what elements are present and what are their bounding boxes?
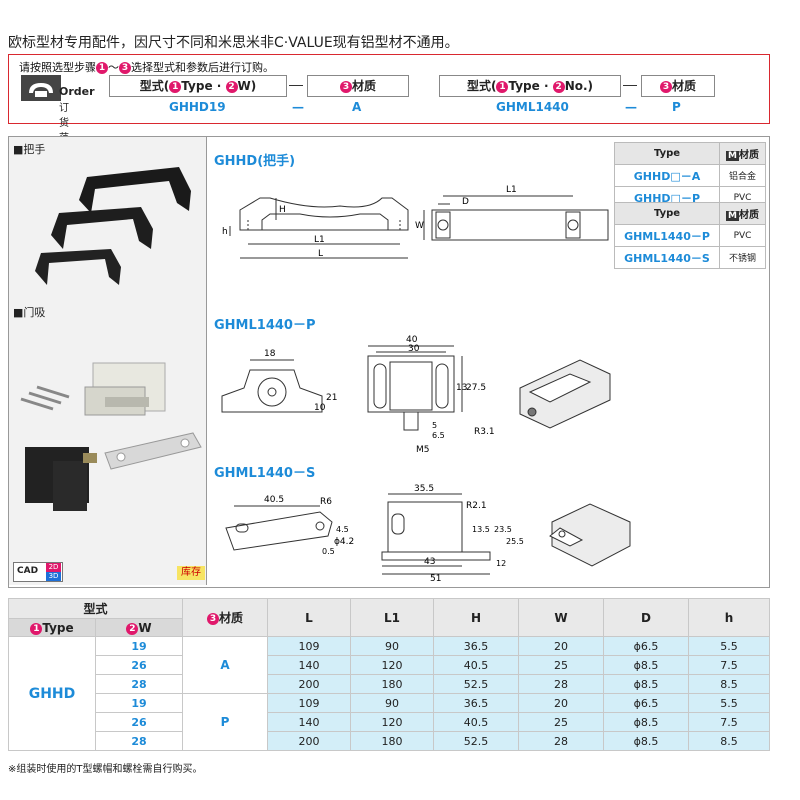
ghhd-dim-h: h [222, 227, 228, 237]
ghhd-drawing: L1 L H h D W L1 [222, 185, 609, 259]
ghml-s-drawing: 40.5 R6 4.5 0.5 ϕ4.2 35.5 R2.1 13.5 23.5… [225, 484, 631, 582]
table-row: 19 P 109 90 36.5 20 ϕ6.5 5.5 [9, 693, 770, 751]
ghhd-dim-L: L [318, 249, 323, 259]
header-D: D [603, 598, 689, 637]
ghhd-title: GHHD(把手) [214, 154, 296, 169]
ghml-s-dim-0-5: 0.5 [322, 547, 335, 556]
order-left-connector [289, 85, 303, 86]
order-left-dash: — [292, 100, 304, 114]
order-icon-block: Order 订货范例 [17, 75, 95, 159]
header-H: H [433, 598, 519, 637]
ghml-s-dim-23-5: 23.5 [494, 525, 512, 534]
header-L: L [267, 598, 351, 637]
cad-badge[interactable]: CAD 2D 3D [13, 562, 63, 582]
ghml-s-dim-r2-1: R2.1 [466, 501, 487, 511]
ghml-p-dim-21: 21 [326, 393, 337, 403]
ghml-p-dim-5: 5 [432, 421, 437, 430]
type-row: GHML1440－P PVC [614, 224, 766, 247]
ghml-p-dim-m5: M5 [416, 445, 430, 455]
intro-text: 欧标型材专用配件，因尺寸不同和米思米非C·VALUE现有铝型材不通用。 [8, 35, 459, 51]
header-h: h [688, 598, 770, 637]
ghml-s-dim-35-5: 35.5 [414, 484, 434, 494]
header-W: W [518, 598, 604, 637]
type-row: GHHD□－A 铝合金 [614, 164, 766, 187]
table-row: 26 140 120 40.5 25 ϕ8.5 7.5 [9, 655, 770, 675]
phone-icon [21, 75, 61, 101]
product-panel [8, 136, 770, 588]
order-right-connector [623, 85, 637, 86]
header-model: 型式 [8, 598, 183, 619]
mat-cell-a: A [182, 636, 268, 694]
handle-label: ■把手 [13, 143, 46, 156]
ghhd-dim-L1-top: L1 [506, 185, 517, 195]
door-catch-photo [20, 362, 202, 511]
ghml-p-dim-10: 10 [314, 403, 326, 413]
type-cell: GHHD [8, 636, 96, 751]
ghml-p-dim-40: 40 [406, 335, 418, 345]
ghml-p-dim-18: 18 [264, 349, 276, 359]
ghhd-dim-H: H [279, 205, 286, 215]
type-row: GHML1440－S 不锈钢 [614, 246, 766, 269]
ghml-s-dim-13-5: 13.5 [472, 525, 490, 534]
footnote: ※组装时使用的T型螺帽和螺栓需自行购买。 [8, 764, 203, 775]
ghhd-dim-D: D [462, 197, 469, 207]
ghml-s-dim-phi4-2: ϕ4.2 [334, 537, 354, 547]
table-row: 26 140 120 40.5 25 ϕ8.5 7.5 [9, 712, 770, 732]
table-row: 28 200 180 52.5 28 ϕ8.5 8.5 [9, 731, 770, 751]
ghml-p-dim-27-5: 27.5 [466, 383, 486, 393]
header-L1: L1 [350, 598, 434, 637]
ghml-s-dim-25-5: 25.5 [506, 537, 524, 546]
ghml-s-dim-r6: R6 [320, 497, 332, 507]
ghml-s-dim-51: 51 [430, 574, 441, 582]
ghhd-dim-W: W [415, 221, 424, 231]
door-label: ■门吸 [13, 306, 46, 319]
table-row: GHHD 19 A 109 90 36.5 20 ϕ6.5 5.5 [8, 636, 770, 751]
order-left-value: GHHD19 [169, 100, 226, 114]
order-right-mat-value: P [672, 100, 681, 114]
ghml-s-title: GHML1440－S [214, 466, 316, 481]
ghml-p-dim-r31: R3.1 [474, 427, 495, 437]
ghml-s-dim-40-5: 40.5 [264, 495, 284, 505]
ghhd-dim-L1: L1 [314, 235, 325, 245]
order-right-dash: — [625, 100, 637, 114]
ghml-s-dim-43: 43 [424, 557, 435, 567]
table-row: 28 200 180 52.5 28 ϕ8.5 8.5 [9, 674, 770, 694]
mat-cell-p: P [182, 693, 268, 751]
order-left-mat-value: A [352, 100, 362, 114]
ghml-s-dim-4-5: 4.5 [336, 525, 349, 534]
order-right-value: GHML1440 [496, 100, 569, 114]
ghml-p-dim-6-5: 6.5 [432, 431, 445, 440]
ghml-p-dim-13: 13 [456, 383, 467, 393]
ghml-p-drawing: 18 40 30 21 10 13 27.5 5 6.5 M5 R3.1 [221, 335, 611, 455]
ghml-p-title: GHML1440－P [214, 318, 316, 333]
ghml-p-dim-30: 30 [408, 344, 420, 354]
stock-badge: 库存 [177, 566, 205, 580]
ghml-s-dim-12: 12 [496, 559, 506, 568]
photo-panel: ■把手 ■门吸 CAD 2D 3D 库存 [9, 137, 207, 585]
handle-photo [35, 167, 191, 285]
